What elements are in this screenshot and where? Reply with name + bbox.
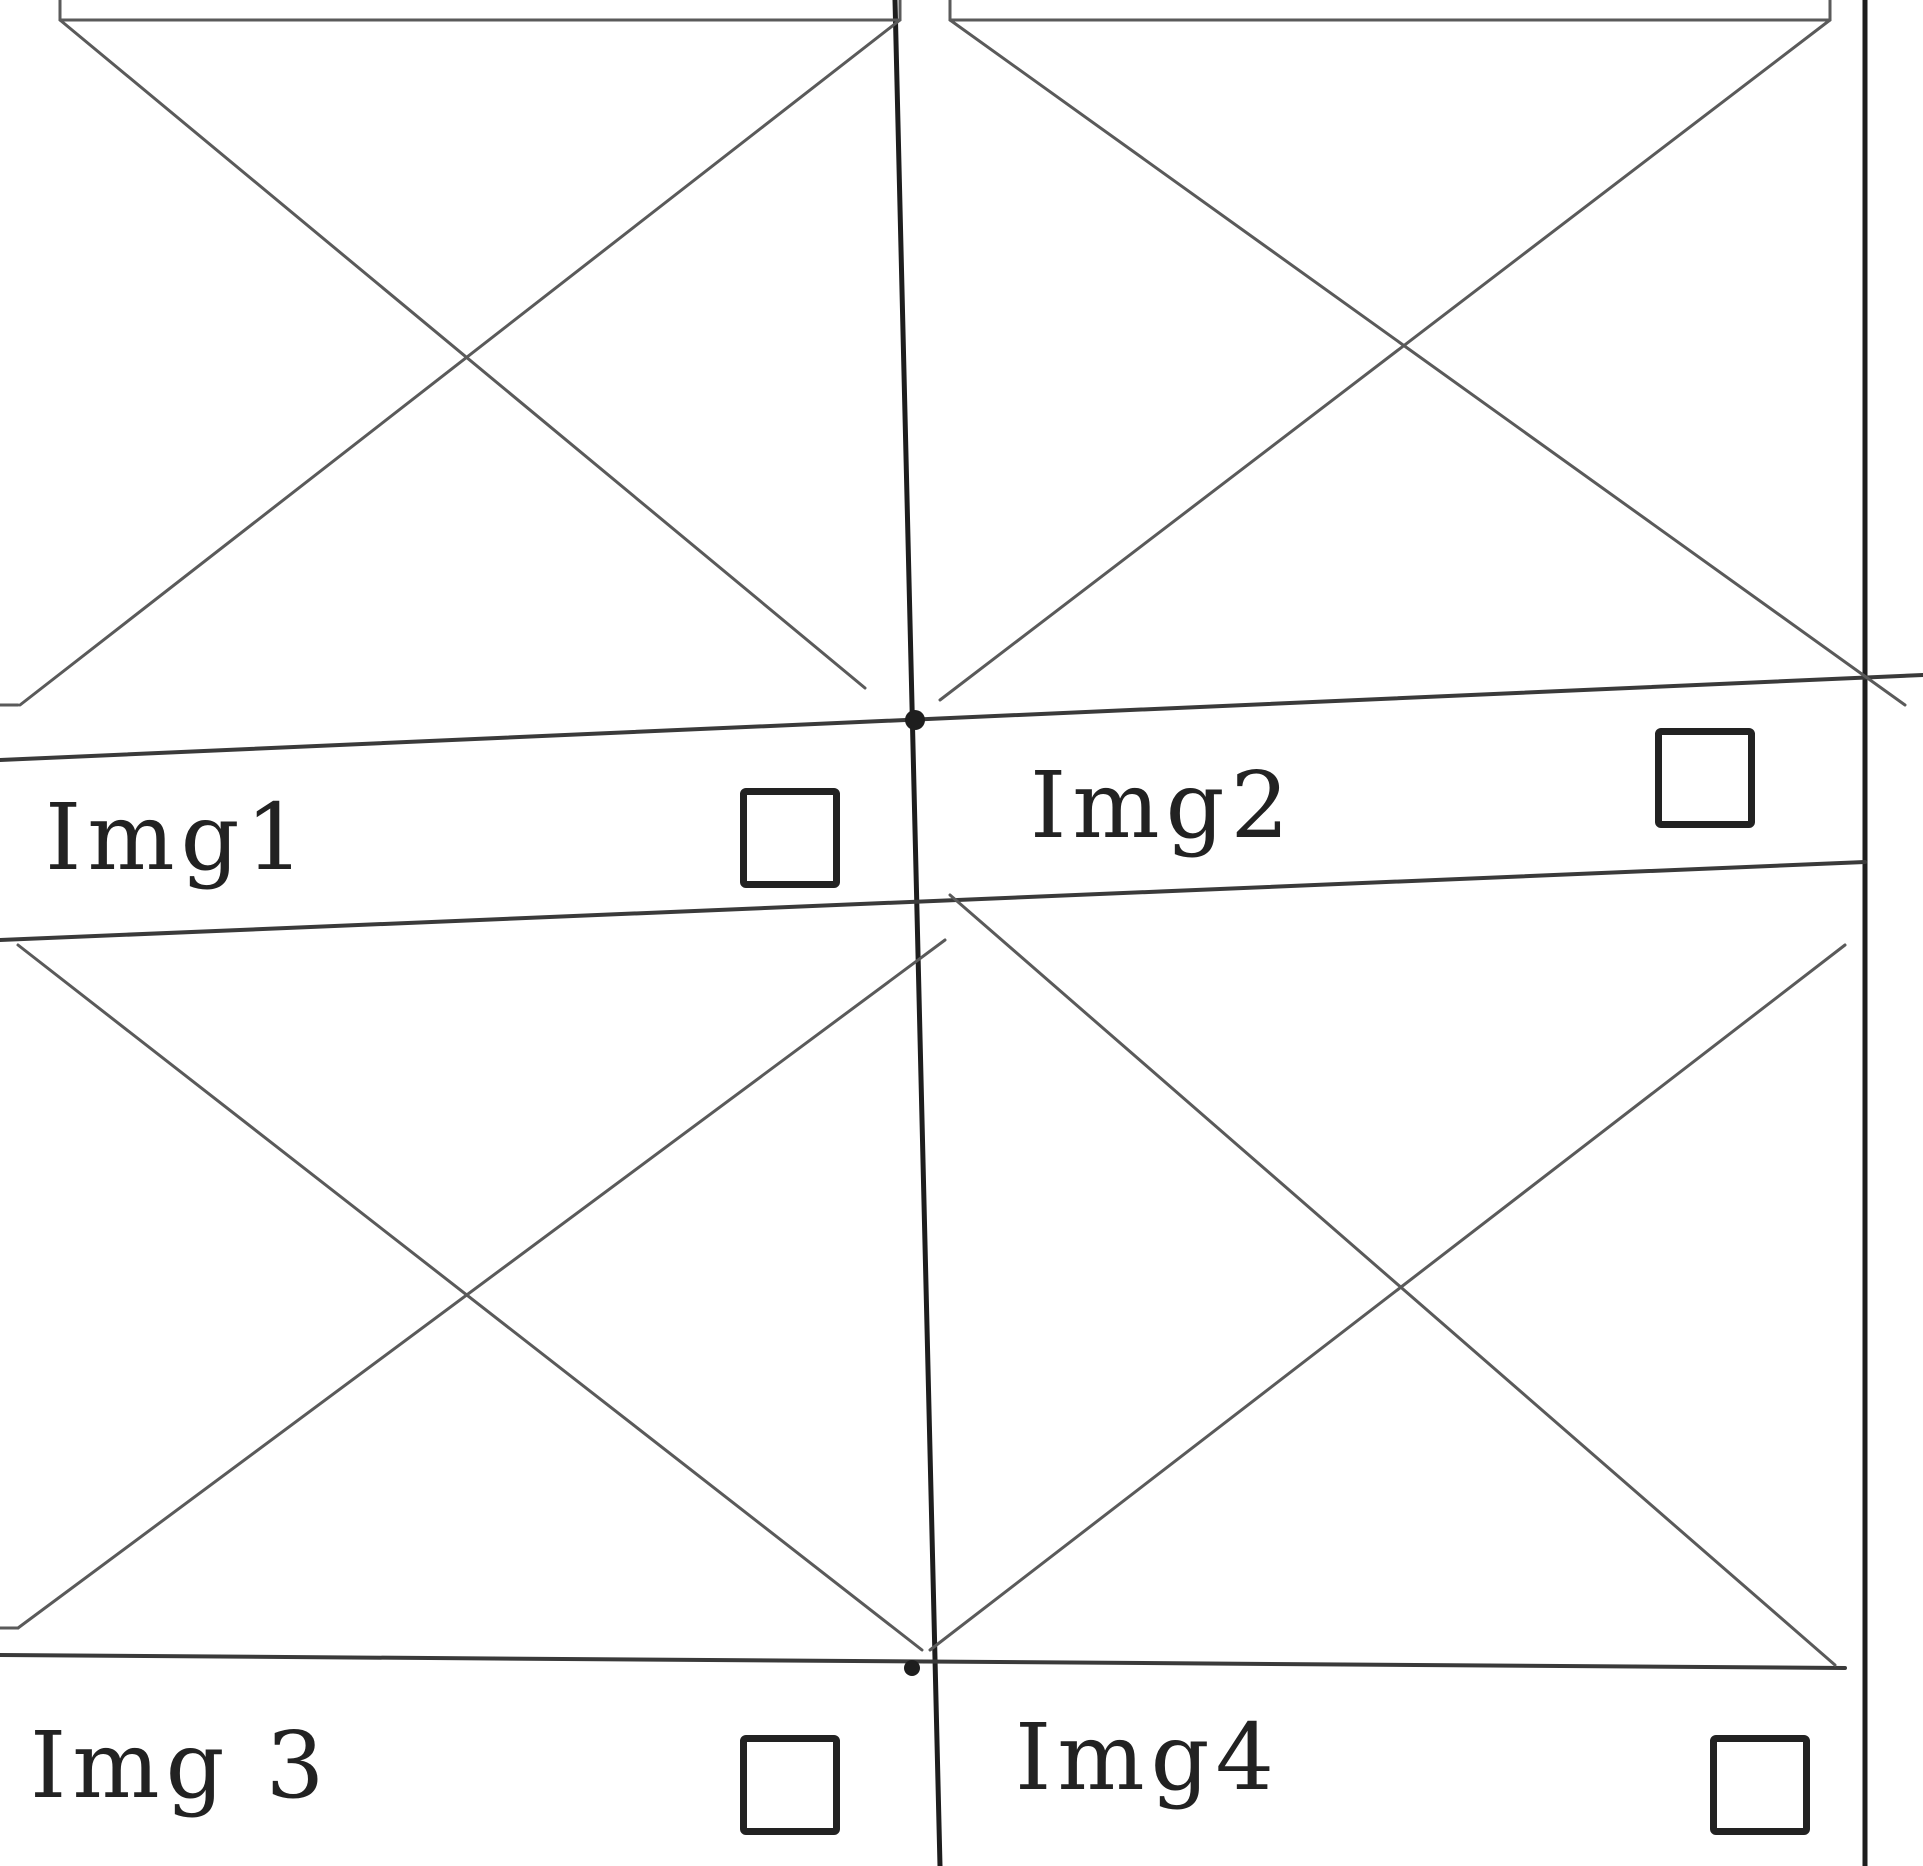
junction-dot (904, 1660, 920, 1676)
tile2-checkbox-icon[interactable] (1655, 728, 1755, 828)
row1-caption-top (0, 673, 1923, 762)
tile1-label: Img1 (45, 784, 311, 891)
tile1-top-edge (58, 0, 902, 22)
junction-dot (905, 710, 925, 730)
tile2-image-placeholder-icon (938, 18, 1907, 707)
tile4-label: Img4 (1015, 1704, 1281, 1811)
tile1-checkbox-icon[interactable] (740, 788, 840, 888)
tile2-top-edge (948, 0, 1832, 22)
row1-caption-bottom (0, 860, 1867, 942)
tile4-checkbox-icon[interactable] (1710, 1735, 1810, 1835)
tile3-checkbox-icon[interactable] (740, 1735, 840, 1835)
tile4-image-placeholder-icon (928, 893, 1847, 1667)
tile1-image-placeholder-icon (18, 18, 902, 707)
tile2-label: Img2 (1030, 752, 1296, 859)
tile3-label: Img 3 (30, 1712, 331, 1819)
center-divider (892, 0, 943, 1866)
row2-caption-top (0, 1653, 1847, 1670)
tile3-image-placeholder-icon (16, 938, 947, 1652)
